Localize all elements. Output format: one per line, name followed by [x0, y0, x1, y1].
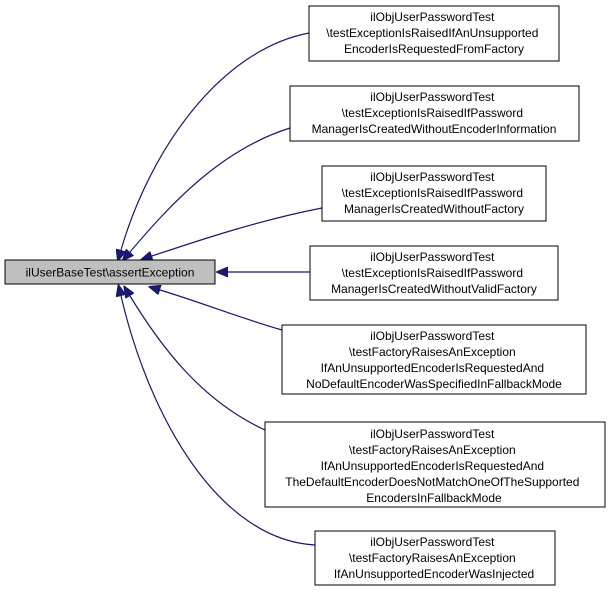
caller-node-7[interactable]: ilObjUserPasswordTest \testFactoryRaises…: [314, 530, 556, 586]
caller-node-7-line-1: ilObjUserPasswordTest: [370, 535, 495, 549]
caller-node-5-line-4: NoDefaultEncoderWasSpecifiedInFallbackMo…: [306, 377, 562, 391]
caller-node-1-line-2: \testExceptionIsRaisedIfAnUnsupported: [326, 26, 538, 40]
edge-caller-5: [160, 290, 283, 331]
caller-node-6-line-2: \testFactoryRaisesAnException: [349, 443, 516, 457]
caller-node-2-line-1: ilObjUserPasswordTest: [370, 90, 495, 104]
caller-node-3-line-2: \testExceptionIsRaisedIfPassword: [342, 186, 523, 200]
caller-node-3-line-1: ilObjUserPasswordTest: [370, 170, 495, 184]
caller-node-7-line-3: IfAnUnsupportedEncoderWasInjected: [334, 567, 534, 581]
caller-node-1-line-3: EncoderIsRequestedFromFactory: [344, 42, 524, 56]
caller-node-1[interactable]: ilObjUserPasswordTest \testExceptionIsRa…: [308, 5, 560, 62]
caller-node-7-line-2: \testFactoryRaisesAnException: [349, 551, 516, 565]
caller-node-4-line-2: \testExceptionIsRaisedIfPassword: [342, 266, 523, 280]
caller-node-2-line-2: \testExceptionIsRaisedIfPassword: [342, 106, 523, 120]
svg-text:ilObjUserPasswordTest \t: ilObjUserPasswordTest \testFactoryRaises…: [285, 427, 583, 505]
caller-node-6-line-5: EncodersInFallbackMode: [366, 491, 502, 505]
caller-node-2[interactable]: ilObjUserPasswordTest \testExceptionIsRa…: [289, 85, 580, 142]
caller-node-3-line-3: ManagerIsCreatedWithoutFactory: [344, 202, 524, 216]
edge-caller-6: [130, 296, 266, 431]
caller-node-2-line-3: ManagerIsCreatedWithoutEncoderInformatio…: [312, 122, 557, 136]
svg-text:ilObjUserPasswordTest \t: ilObjUserPasswordTest \testExceptionIsRa…: [326, 10, 541, 56]
focus-node[interactable]: ilUserBaseTest\assertException: [4, 259, 216, 285]
svg-text:ilObjUserPasswordTest \t: ilObjUserPasswordTest \testExceptionIsRa…: [312, 90, 557, 136]
svg-text:ilObjUserPasswordTest \t: ilObjUserPasswordTest \testExceptionIsRa…: [342, 170, 527, 216]
caller-node-6[interactable]: ilObjUserPasswordTest \testFactoryRaises…: [264, 421, 606, 508]
edge-caller-3: [152, 207, 323, 256]
svg-text:ilObjUserPasswordTest \t: ilObjUserPasswordTest \testFactoryRaises…: [306, 329, 562, 391]
focus-node-label: ilUserBaseTest\assertException: [26, 266, 195, 280]
caller-node-5-line-1: ilObjUserPasswordTest: [370, 329, 495, 343]
caller-node-6-line-3: IfAnUnsupportedEncoderIsRequestedAnd: [321, 459, 544, 473]
call-edges: [121, 32, 323, 546]
caller-node-3[interactable]: ilObjUserPasswordTest \testExceptionIsRa…: [321, 165, 547, 222]
caller-node-4-line-3: ManagerIsCreatedWithoutValidFactory: [331, 282, 537, 296]
caller-node-6-line-4: TheDefaultEncoderDoesNotMatchOneOfTheSup…: [285, 475, 579, 489]
edge-caller-1: [121, 32, 310, 250]
caller-node-4[interactable]: ilObjUserPasswordTest \testExceptionIsRa…: [309, 245, 559, 301]
caller-node-5[interactable]: ilObjUserPasswordTest \testFactoryRaises…: [281, 324, 587, 395]
caller-node-5-line-2: \testFactoryRaisesAnException: [349, 345, 516, 359]
caller-node-6-line-1: ilObjUserPasswordTest: [370, 427, 495, 441]
caller-node-4-line-1: ilObjUserPasswordTest: [370, 250, 495, 264]
svg-text:ilUserBaseTest\assertException: ilUserBaseTest\assertException: [26, 266, 195, 280]
svg-text:ilObjUserPasswordTest \t: ilObjUserPasswordTest \testExceptionIsRa…: [331, 250, 537, 296]
svg-text:ilObjUserPasswordTest \t: ilObjUserPasswordTest \testFactoryRaises…: [334, 535, 534, 581]
edge-caller-7: [121, 296, 316, 546]
caller-node-1-line-1: ilObjUserPasswordTest: [370, 10, 495, 24]
edge-caller-2: [130, 127, 291, 252]
caller-node-5-line-3: IfAnUnsupportedEncoderIsRequestedAnd: [321, 361, 544, 375]
